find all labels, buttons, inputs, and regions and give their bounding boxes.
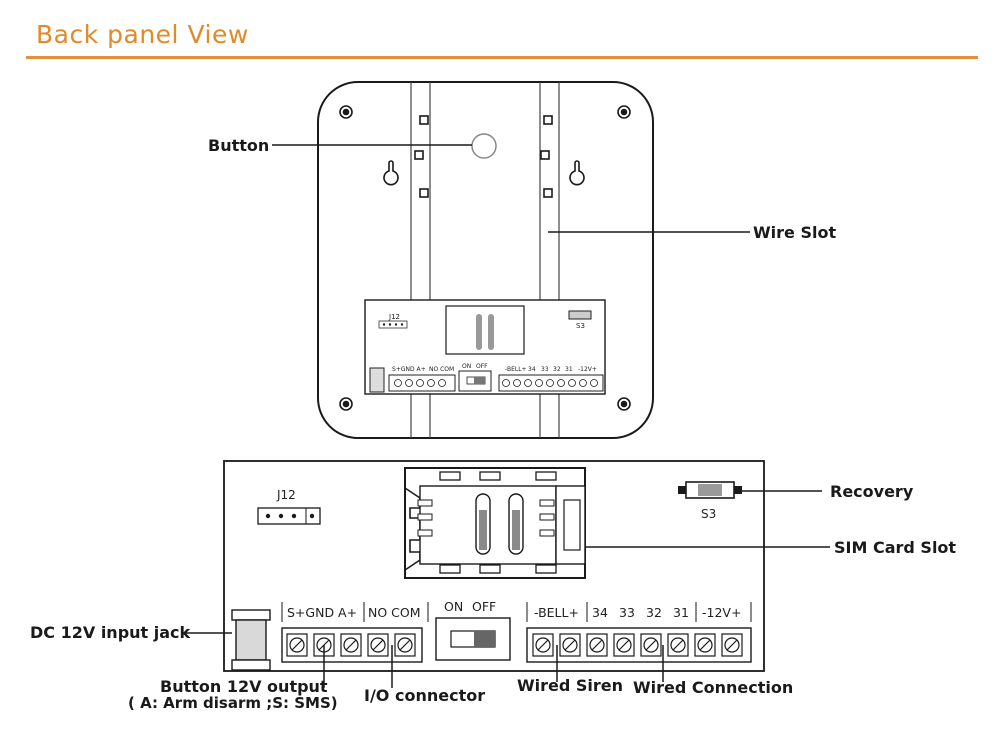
bell-label: -BELL+ [534, 605, 579, 620]
recovery-callout: Recovery [830, 482, 914, 501]
small-z34-label: 34 [528, 366, 536, 373]
j12-label: J12 [276, 488, 296, 502]
small-z31-label: 31 [565, 366, 573, 373]
j12-header [257, 507, 321, 525]
title-divider [26, 56, 978, 59]
small-board: J12 S3 S+GND A+ NO COM ON OFF -BELL+ 34 … [364, 299, 606, 395]
wired-siren-callout: Wired Siren [517, 676, 624, 695]
switch-off-label: OFF [472, 599, 496, 614]
left-terminal-labels: S+GND A+ [287, 605, 357, 620]
wire-slot-callout: Wire Slot [753, 223, 837, 242]
small-io-terminal-labels: NO COM [429, 366, 454, 373]
s3-label: S3 [701, 507, 716, 521]
small-switch-off-label: OFF [476, 363, 488, 370]
zone31-label: 31 [673, 605, 689, 620]
rail-clips [414, 115, 553, 198]
zone34-label: 34 [592, 605, 608, 620]
screw-holes [339, 105, 631, 411]
io-connector-callout: I/O connector [364, 686, 486, 705]
small-bell-label: -BELL+ [505, 366, 527, 373]
small-z32-label: 32 [553, 366, 561, 373]
small-switch-on-label: ON [462, 363, 471, 370]
page-title: Back panel View [36, 20, 249, 49]
io-terminal-labels: NO COM [368, 605, 421, 620]
small-z33-label: 33 [541, 366, 549, 373]
zone33-label: 33 [619, 605, 635, 620]
keyhole-mounts [383, 160, 585, 186]
switch-on-label: ON [444, 599, 463, 614]
dip-switch [435, 617, 511, 661]
panel-button-shape [471, 133, 497, 159]
button-output-callout: Button 12V output [160, 677, 328, 696]
sim-card-slot-callout: SIM Card Slot [834, 538, 957, 557]
button-callout: Button [208, 136, 270, 155]
wired-connection-callout: Wired Connection [633, 678, 794, 697]
12v-label: -12V+ [702, 605, 741, 620]
zone32-label: 32 [646, 605, 662, 620]
right-terminal-screws [532, 633, 743, 657]
small-left-terminal-labels: S+GND A+ [392, 366, 426, 373]
small-j12-label: J12 [388, 313, 400, 321]
button-output-note: ( A: Arm disarm ;S: SMS) [128, 694, 338, 712]
sim-card-holder [404, 467, 586, 579]
small-s3-label: S3 [576, 322, 585, 330]
small-v12-label: -12V+ [578, 366, 597, 373]
dc-input-callout: DC 12V input jack [30, 623, 191, 642]
recovery-button-s3 [678, 481, 742, 499]
left-terminal-screws [286, 633, 416, 657]
dc-input-jack [231, 609, 271, 671]
